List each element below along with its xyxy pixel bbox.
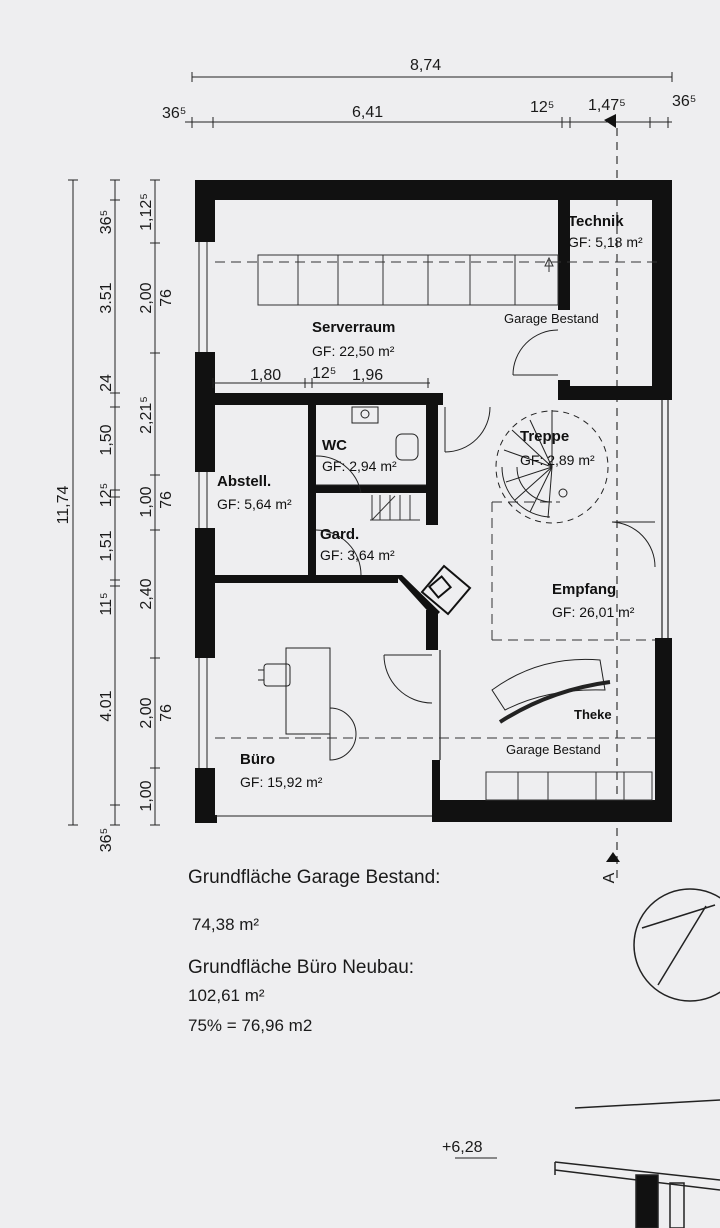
garage-area-heading: Grundfläche Garage Bestand: — [188, 867, 441, 888]
section-arrow-top — [604, 114, 616, 128]
dim-inner-wall: 12⁵ — [312, 365, 336, 382]
dim-top-right-span: 1,47⁵ — [588, 97, 626, 114]
dim-top-left-wall: 36⁵ — [162, 105, 186, 122]
dim-left-outer: 12⁵ — [98, 483, 115, 507]
dim-top-right-wall: 36⁵ — [672, 93, 696, 110]
left-inner-dims: 1,12⁵ 2,00 2,21⁵ 1,00 2,40 2,00 1,00 76 … — [138, 193, 175, 811]
dim-window-height: 76 — [158, 704, 175, 722]
dim-left-outer: 24 — [98, 374, 115, 392]
dim-left-inner: 1,00 — [138, 780, 155, 811]
reception-counter — [491, 658, 611, 724]
inner-dimension-row — [212, 378, 430, 388]
room-name-treppe: Treppe — [520, 428, 569, 445]
left-outer-dims: 36⁵ 3.51 24 1,50 12⁵ 1,51 11⁵ 4.01 36⁵ — [98, 210, 115, 852]
room-name-serverraum: Serverraum — [312, 319, 395, 336]
wardrobe-hatch — [370, 495, 420, 521]
garage-storage — [485, 771, 653, 801]
label-garage-bottom: Garage Bestand — [506, 742, 601, 757]
room-area-wc: GF: 2,94 m² — [322, 458, 397, 474]
room-name-gard: Gard. — [320, 526, 359, 543]
dim-left-outer: 4.01 — [98, 690, 115, 721]
room-area-empfang: GF: 26,01 m² — [552, 604, 635, 620]
room-area-abstell: GF: 5,64 m² — [217, 496, 292, 512]
room-name-technik: Technik — [568, 213, 624, 230]
section-mark-label: A — [601, 872, 618, 883]
label-theke: Theke — [574, 707, 612, 722]
dim-window-height: 76 — [158, 491, 175, 509]
room-name-empfang: Empfang — [552, 581, 616, 598]
level-mark: +6,28 — [442, 1139, 483, 1156]
room-area-serverraum: GF: 22,50 m² — [312, 343, 395, 359]
dim-inner-left: 1,80 — [250, 367, 281, 384]
dim-left-inner: 1,12⁵ — [138, 193, 155, 231]
office-desk — [258, 647, 357, 761]
dim-left-inner: 2,21⁵ — [138, 396, 155, 434]
dim-left-outer: 1,51 — [98, 530, 115, 561]
dim-left-outer: 1,50 — [98, 424, 115, 455]
ratio-value: 75% = 76,96 m2 — [188, 1016, 313, 1035]
buero-area-value: 102,61 m² — [188, 986, 265, 1005]
room-area-treppe: GF: 2,89 m² — [520, 452, 595, 468]
room-area-technik: GF: 5,18 m² — [568, 234, 643, 250]
garage-area-value: 74,38 m² — [192, 915, 260, 934]
room-name-abstell: Abstell. — [217, 473, 271, 490]
dim-top-total: 8,74 — [410, 57, 441, 74]
dim-window-height: 76 — [158, 289, 175, 307]
left-dimension-lines — [68, 179, 160, 826]
wc-fixtures — [316, 406, 426, 486]
dim-left-outer: 36⁵ — [98, 828, 115, 852]
server-racks — [257, 254, 559, 306]
walls — [195, 180, 672, 823]
dim-top-mid-wall: 12⁵ — [530, 99, 554, 116]
dim-left-outer: 36⁵ — [98, 210, 115, 234]
label-garage-top: Garage Bestand — [504, 311, 599, 326]
top-dimension-lines — [185, 72, 673, 128]
room-area-gard: GF: 3,64 m² — [320, 547, 395, 563]
buero-area-heading: Grundfläche Büro Neubau: — [188, 957, 415, 978]
windows — [198, 242, 432, 817]
dim-left-total: 11,74 — [55, 485, 72, 524]
section-arrow-bottom — [606, 852, 620, 862]
partial-section-drawing — [554, 888, 720, 1228]
room-name-wc: WC — [322, 437, 347, 454]
dim-left-inner: 2,00 — [138, 282, 155, 313]
technical-unit — [420, 564, 472, 616]
thin-walls — [439, 400, 669, 760]
dim-inner-right: 1,96 — [352, 367, 383, 384]
room-area-buero: GF: 15,92 m² — [240, 774, 323, 790]
room-name-buero: Büro — [240, 751, 275, 768]
dim-top-main: 6,41 — [352, 104, 383, 121]
dim-left-inner: 1,00 — [138, 486, 155, 517]
doors — [315, 329, 656, 704]
dim-left-outer: 3.51 — [98, 282, 115, 313]
dim-left-inner: 2,40 — [138, 578, 155, 609]
dim-left-outer: 11⁵ — [98, 592, 115, 615]
spiral-stair — [495, 410, 609, 524]
dim-left-inner: 2,00 — [138, 697, 155, 728]
